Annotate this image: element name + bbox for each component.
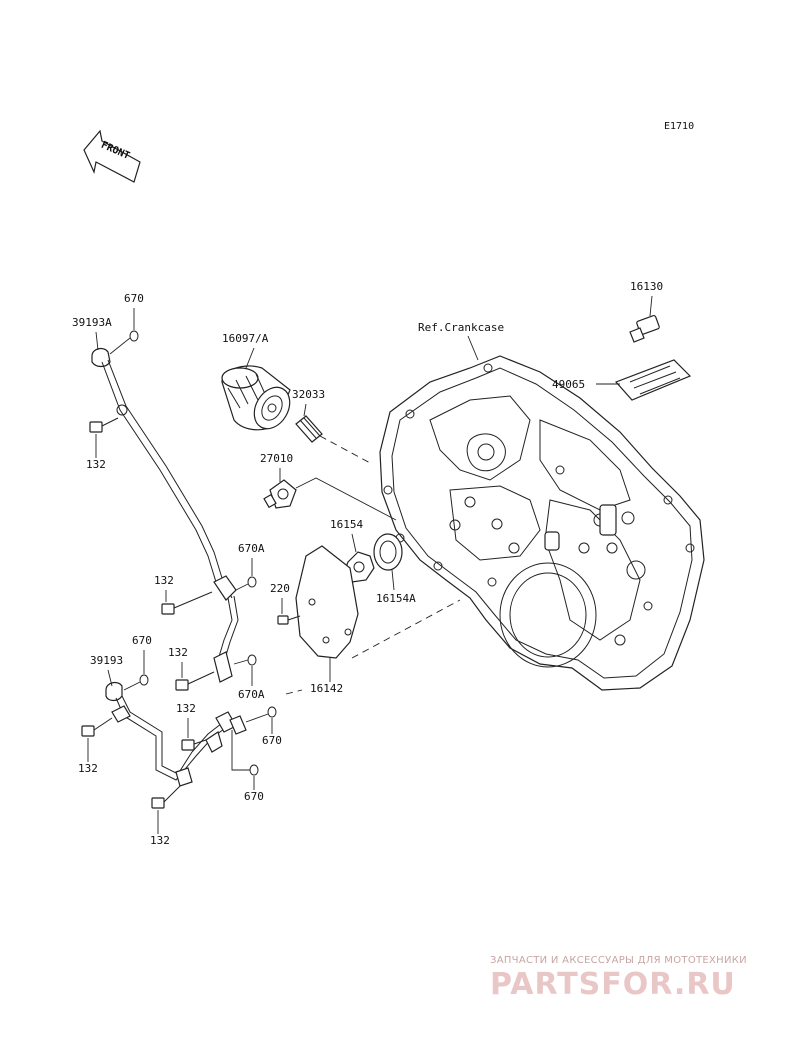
label-132-c: 132 <box>168 646 188 659</box>
label-220: 220 <box>270 582 290 595</box>
label-670a-b: 670A <box>238 688 265 701</box>
label-132-e: 132 <box>176 702 196 715</box>
label-39193: 39193 <box>90 654 123 667</box>
label-32033: 32033 <box>292 388 325 401</box>
label-16142: 16142 <box>310 682 343 695</box>
diagram-code: E1710 <box>664 121 694 132</box>
label-16097a: 16097/A <box>222 332 269 345</box>
label-27010: 27010 <box>260 452 293 465</box>
washer-670a-b <box>247 654 257 666</box>
label-16154: 16154 <box>330 518 363 531</box>
oil-pressure-switch <box>263 479 297 509</box>
oil-filter-stud <box>295 415 323 443</box>
bolt-132-d <box>81 717 113 737</box>
lower-oil-pipe <box>105 681 247 787</box>
washer-670-c <box>267 706 277 718</box>
label-16154a: 16154A <box>376 592 416 605</box>
watermark-brand: PARTSFOR.RU <box>490 967 736 1002</box>
bolt-132-b <box>161 591 213 615</box>
label-132-b: 132 <box>154 574 174 587</box>
caution-label-card <box>614 359 692 401</box>
washer-670-top <box>129 330 139 342</box>
bolt-132-e <box>181 739 207 751</box>
label-49065: 49065 <box>552 378 585 391</box>
plug-16130 <box>629 314 660 343</box>
label-16130: 16130 <box>630 280 663 293</box>
bolt-132-f <box>151 785 181 809</box>
label-670a-a: 670A <box>238 542 265 555</box>
bolt-132-a <box>89 417 119 433</box>
label-132-f: 132 <box>150 834 170 847</box>
label-ref-crankcase: Ref.Crankcase <box>418 321 504 334</box>
label-670-b: 670 <box>132 634 152 647</box>
washer-670-d <box>249 764 259 776</box>
watermark-tagline: ЗАПЧАСТИ И АКСЕССУАРЫ ДЛЯ МОТОТЕХНИКИ <box>490 955 747 966</box>
label-670-d: 670 <box>244 790 264 803</box>
bolt-220 <box>277 615 301 625</box>
front-arrow-icon: FRONT <box>83 129 141 183</box>
washer-670a-a <box>247 576 257 588</box>
label-39193a: 39193A <box>72 316 112 329</box>
upper-oil-pipe <box>91 347 239 683</box>
crankcase-cover <box>379 355 705 691</box>
oil-filter <box>221 365 291 431</box>
label-670-c: 670 <box>262 734 282 747</box>
label-132-d: 132 <box>78 762 98 775</box>
label-132-a: 132 <box>86 458 106 471</box>
oil-pump-outer-rotor <box>373 533 403 571</box>
bolt-132-c <box>175 671 215 691</box>
label-670-top: 670 <box>124 292 144 305</box>
washer-670-b <box>139 674 149 686</box>
